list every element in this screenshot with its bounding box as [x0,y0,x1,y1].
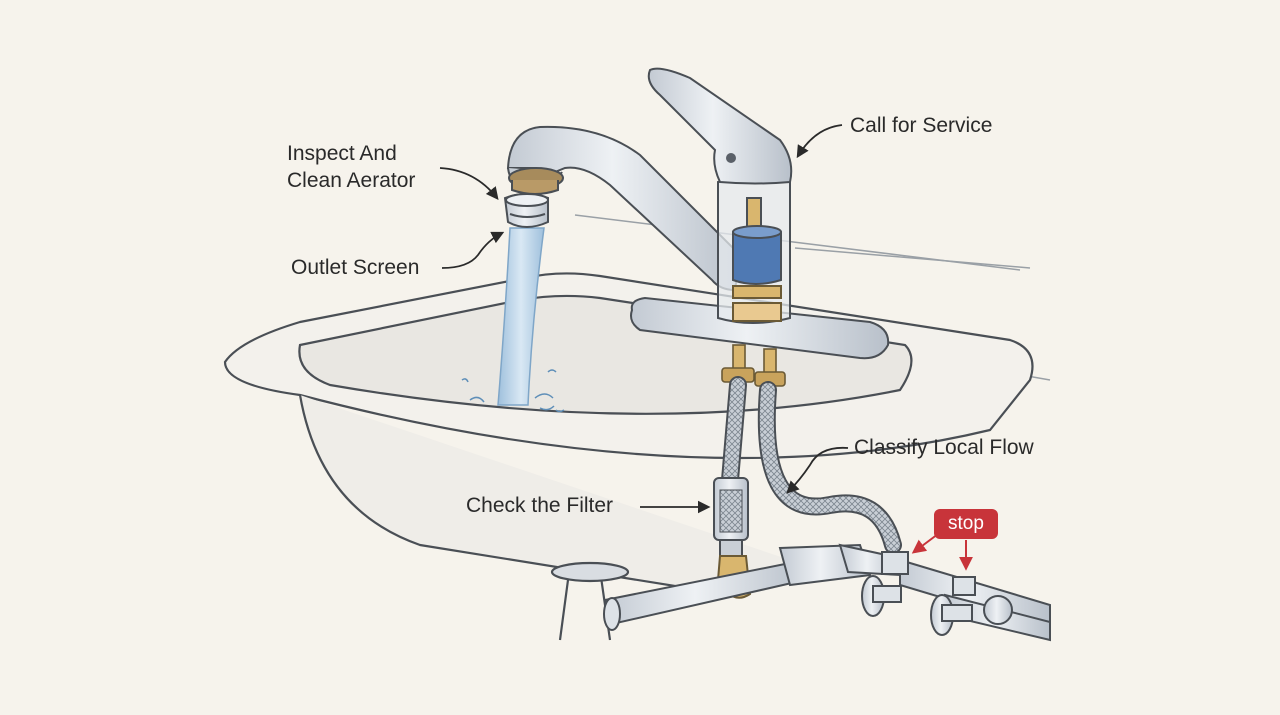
water-stream [461,227,565,413]
supply-hoses [721,376,902,554]
arrow-aerator [439,167,499,200]
leader-arrows [439,124,849,514]
label-check-filter: Check the Filter [466,494,614,517]
arrow-stop-left [911,533,939,554]
label-call-service: Call for Service [850,114,993,137]
stop-arrows [911,533,973,571]
faucet-body [717,176,791,324]
arrow-call-service [796,124,843,159]
label-inspect-aerator: Inspect And Clean Aerator [287,140,415,194]
shutoff-valves [861,551,1013,636]
arrow-outlet-screen [441,231,505,269]
deck-plate [630,296,890,360]
faucet-spout [503,125,742,292]
label-classify-flow: Classify Local Flow [854,436,1034,459]
label-outlet-screen: Outlet Screen [291,256,420,279]
stop-badge: stop [934,509,998,539]
label-inspect-aerator-line2: Clean Aerator [287,169,416,192]
faucet-handle [647,67,793,185]
label-inspect-aerator-line1: Inspect And [287,142,397,165]
arrow-classify-flow [786,446,849,494]
